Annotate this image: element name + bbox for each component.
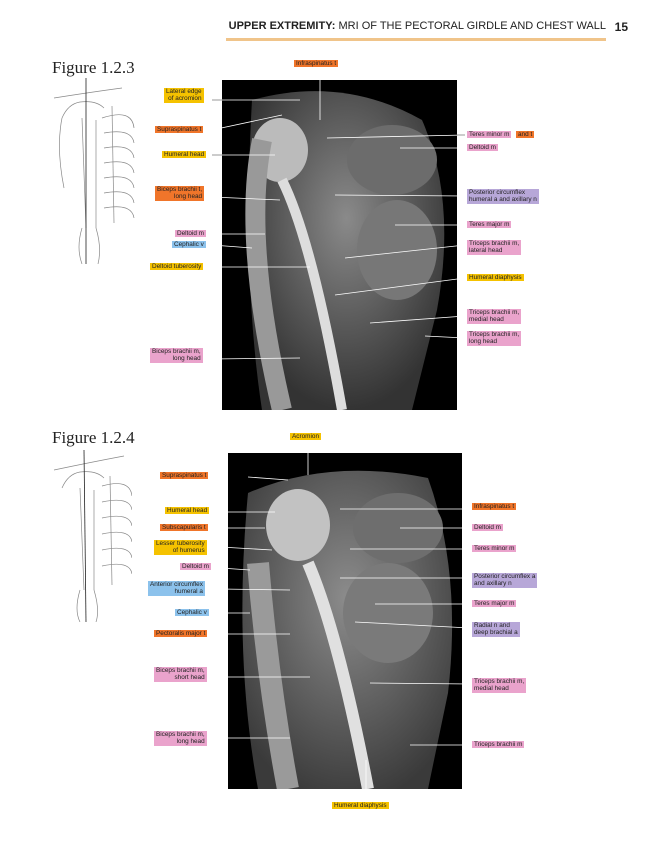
mri-image-1 [222,80,457,410]
label-humeral-head: Humeral head [162,151,207,159]
label-anterior-circumflex: Anterior circumflex humeral a [148,581,205,596]
figure-title-2: Figure 1.2.4 [52,428,135,447]
mri-image-2 [228,453,462,789]
label-deltoid-muscle-right-2: Deltoid m [472,524,503,532]
label-biceps-muscle-long-head: Biceps brachii m, long head [150,348,203,363]
label-humeral-diaphysis-2: Humeral diaphysis [332,802,389,810]
label-biceps-short-head: Biceps brachii m, short head [154,667,207,682]
header-rule [226,38,606,41]
label-teres-major-muscle: Teres major m [467,221,512,229]
label-teres-minor-muscle: Teres minor m [467,131,512,139]
section-name: UPPER EXTREMITY: [228,20,336,32]
label-humeral-head-2: Humeral head [165,507,210,515]
label-infraspinatus-tendon-2: Infraspinatus t [472,503,517,511]
label-lateral-edge-acromion: Lateral edge of acromion [164,88,204,103]
label-deltoid-muscle: Deltoid m [175,230,206,238]
running-head: UPPER EXTREMITY: MRI OF THE PECTORAL GIR… [229,20,606,32]
label-lesser-tuberosity: Lesser tuberosity of humerus [154,540,207,555]
label-triceps-lateral-head: Triceps brachii m, lateral head [467,240,522,255]
label-teres-minor-muscle-2: Teres minor m [472,545,517,553]
label-deltoid-tuberosity: Deltoid tuberosity [150,263,204,271]
label-infraspinatus-tendon: Infraspinatus t [294,60,339,68]
label-pectoralis-major-tendon: Pectoralis major t [154,630,208,638]
label-triceps-medial-head: Triceps brachii m, medial head [467,309,522,324]
label-triceps-muscle: Triceps brachii m [472,741,525,749]
label-cephalic-vein: Cephalic v [172,241,206,249]
label-deltoid-muscle-2: Deltoid m [180,563,211,571]
page-header: UPPER EXTREMITY: MRI OF THE PECTORAL GIR… [0,0,658,41]
label-biceps-tendon-long-head: Biceps brachii t, long head [155,186,205,201]
label-posterior-circumflex: Posterior circumflex humeral a and axill… [467,189,539,204]
label-posterior-circumflex-2: Posterior circumflex a and axillary n [472,573,538,588]
label-teres-minor-tendon: and t [516,131,535,139]
label-humeral-diaphysis: Humeral diaphysis [467,274,524,282]
label-triceps-long-head: Triceps brachii m, long head [467,331,522,346]
label-triceps-medial-head-2: Triceps brachii m, medial head [472,678,527,693]
label-radial-nerve: Radial n and deep brachial a [472,622,520,637]
label-teres-major-muscle-2: Teres major m [472,600,517,608]
label-supraspinatus-tendon-2: Supraspinatus t [160,472,209,480]
label-biceps-long-head-2: Biceps brachii m, long head [154,731,207,746]
label-deltoid-muscle-right: Deltoid m [467,144,498,152]
skeleton-thumbnail-2 [53,450,132,622]
skeleton-thumbnail-1 [53,78,135,264]
figure-title-1: Figure 1.2.3 [52,58,135,77]
page-number: 15 [614,20,628,34]
label-cephalic-vein-2: Cephalic v [175,609,209,617]
label-supraspinatus-tendon: Supraspinatus t [155,126,204,134]
chapter-title: MRI OF THE PECTORAL GIRDLE AND CHEST WAL… [338,20,606,32]
label-acromion: Acromion [290,433,321,441]
label-subscapularis-tendon: Subscapularis t [160,524,208,532]
